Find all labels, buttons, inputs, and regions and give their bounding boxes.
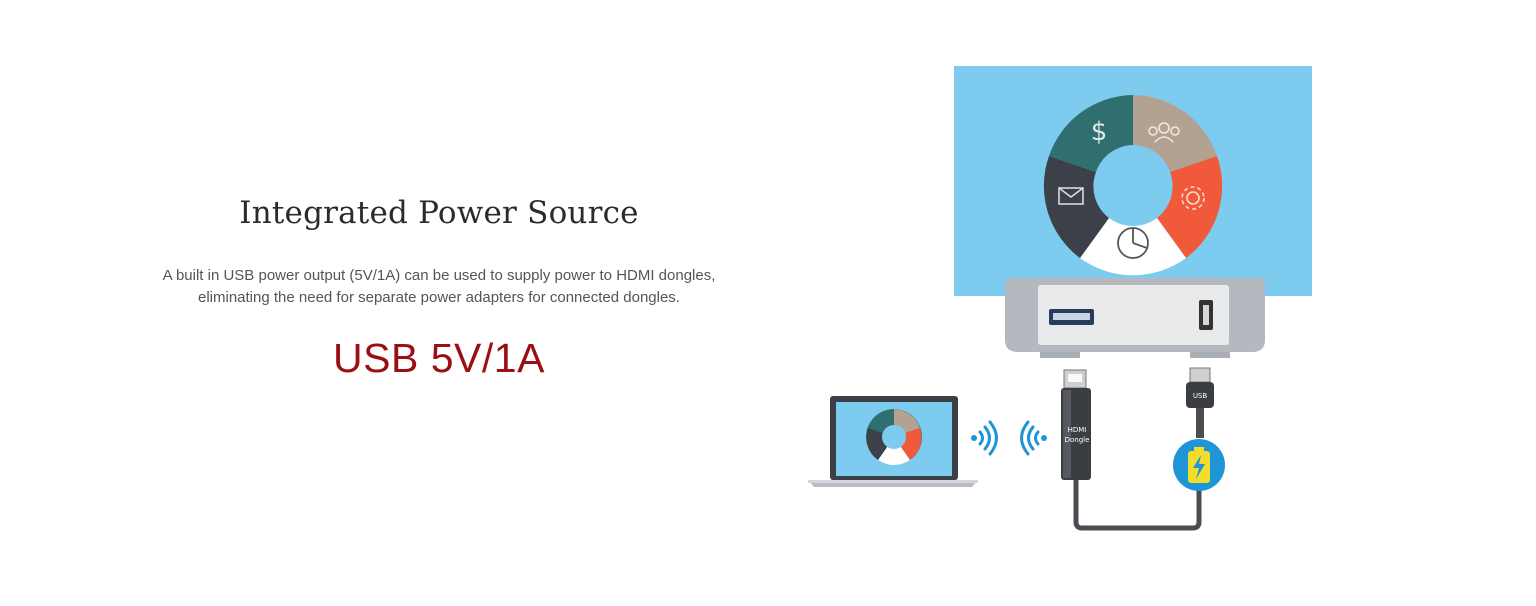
ring-center	[1096, 148, 1170, 218]
usb-spec-label: USB 5V/1A	[333, 335, 545, 381]
cable	[1073, 480, 1202, 531]
ring-segment-white	[1080, 218, 1186, 276]
gear-icon	[1181, 186, 1205, 210]
people-icon	[1148, 122, 1180, 143]
description-line-2: eliminating the need for separate power …	[198, 289, 680, 306]
ring-infographic: $	[1043, 95, 1223, 276]
dongle-label-hdmi: HDMI	[1068, 426, 1087, 434]
description-line-1: A built in USB power output (5V/1A) can …	[162, 267, 716, 284]
hdmi-dongle: HDMI Dongle	[1061, 369, 1091, 480]
dollar-icon: $	[1091, 117, 1108, 147]
ring-segment-orange	[1157, 156, 1223, 258]
ring-segment-tan	[1133, 95, 1217, 172]
projector-usb-power-illustration: $ HDMI Dongle	[808, 66, 1312, 531]
laptop-ring-infographic	[866, 409, 922, 466]
wifi-waves-icon	[971, 420, 1047, 456]
pie-chart-icon	[1117, 227, 1149, 259]
mail-icon	[1058, 187, 1084, 205]
ring-segment-teal	[1049, 95, 1133, 172]
feature-title: Integrated Power Source	[239, 195, 639, 231]
projector	[1005, 278, 1265, 358]
usb-plug-label: USB	[1193, 392, 1208, 400]
feature-text-block: Integrated Power Source A built in USB p…	[130, 195, 748, 382]
feature-description: A built in USB power output (5V/1A) can …	[130, 265, 748, 309]
battery-icon	[1173, 439, 1225, 491]
dongle-label-dongle: Dongle	[1065, 436, 1090, 444]
usb-plug: USB	[1186, 367, 1214, 438]
laptop	[808, 396, 978, 487]
ring-segment-dark	[1043, 156, 1109, 258]
